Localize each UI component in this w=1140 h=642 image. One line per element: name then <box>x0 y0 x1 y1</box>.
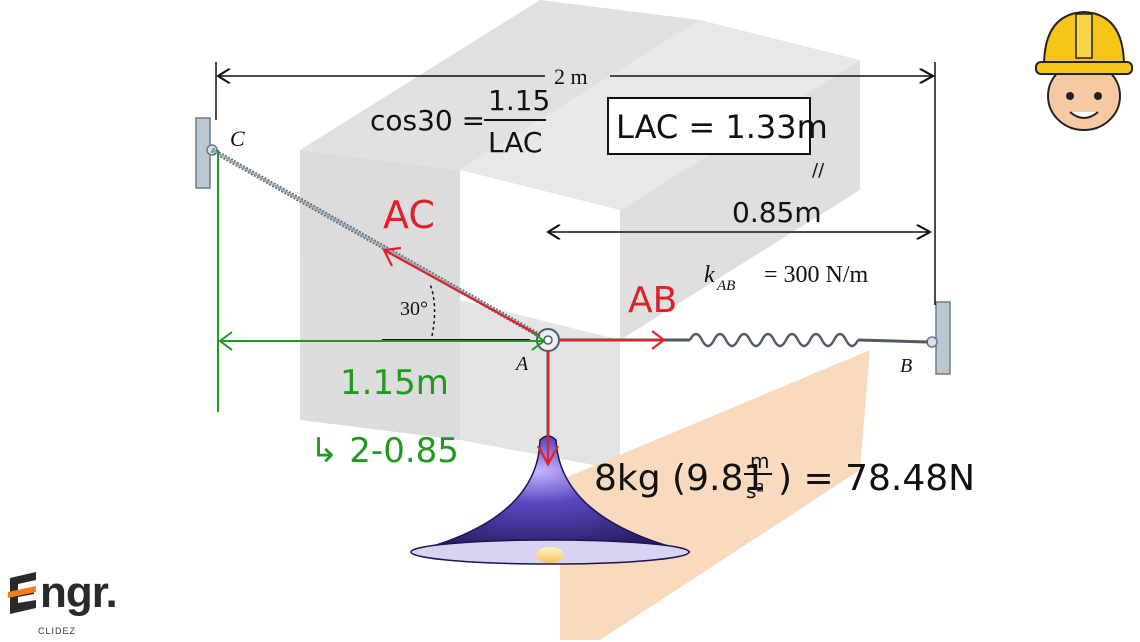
weight-calc-suffix: ) = 78.48N <box>778 458 975 499</box>
spring-AB <box>688 332 860 348</box>
force-AC-arrow <box>382 246 541 337</box>
label-A: A <box>514 353 529 375</box>
force-AB-arrow <box>560 330 666 350</box>
label-B: B <box>900 355 912 377</box>
length-115-calc: ↳ 2-0.85 <box>310 431 459 471</box>
length-115-label: 1.15m <box>340 363 449 403</box>
brand-mark-icon <box>8 572 36 614</box>
lac-result-box <box>607 97 811 155</box>
cos-equation-denominator: LAC <box>488 126 542 159</box>
spring-constant: = 300 N/m <box>764 262 869 288</box>
brand-logo: ngr. CLIDEZ <box>6 568 156 642</box>
support-B <box>926 301 951 375</box>
spring-k: k <box>704 262 715 288</box>
force-AC-label: AC <box>383 193 435 237</box>
brand-logo-subtext: CLIDEZ <box>38 626 77 636</box>
engineer-mascot-icon <box>1035 10 1133 131</box>
cos-equation-numerator: 1.15 <box>488 84 550 117</box>
weight-unit-numerator: m <box>750 449 769 473</box>
angle-label: 30° <box>400 298 428 320</box>
spring-link-right <box>857 338 929 344</box>
weight-arrow <box>536 350 560 467</box>
label-C: C <box>230 126 245 151</box>
force-AB-label: AB <box>628 280 677 321</box>
lamp-shade <box>410 435 691 565</box>
angle-arc <box>429 283 436 337</box>
lac-result-text: LAC = 1.33m <box>616 108 828 146</box>
spring-k-subscript: AB <box>716 278 735 294</box>
lac-double-underline-mark: // <box>812 160 825 181</box>
dimension-115-arrow <box>218 331 546 351</box>
cos-equation-lhs: cos30 = <box>370 104 485 137</box>
dimension-085-label: 0.85m <box>732 196 822 229</box>
weight-unit-denominator: s² <box>746 479 764 503</box>
brand-logo-text: ngr. <box>40 568 118 617</box>
support-C <box>195 117 218 189</box>
weight-calc-prefix: 8kg (9.81 <box>594 458 766 499</box>
dimension-2m-label: 2 m <box>554 64 588 89</box>
